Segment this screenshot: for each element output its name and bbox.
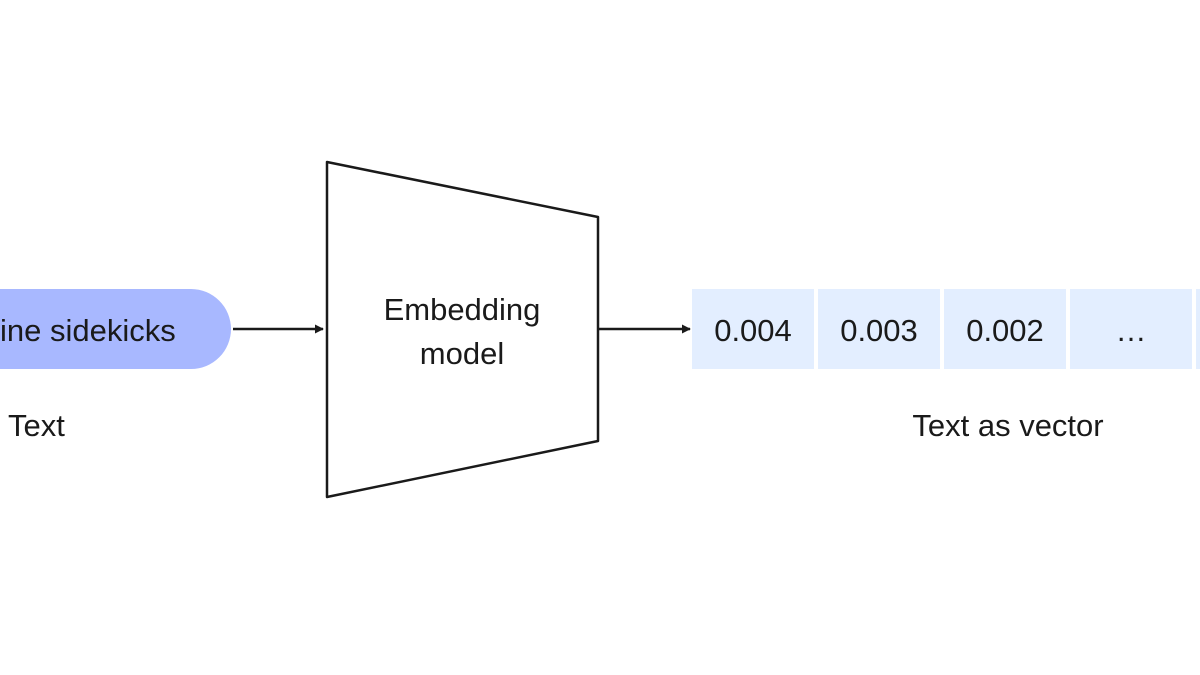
vector-caption: Text as vector	[912, 408, 1103, 443]
vector-cell-box	[944, 289, 1066, 369]
vector-cell: …	[1070, 289, 1192, 369]
vector-cell-box	[818, 289, 940, 369]
vector-cell-box	[1070, 289, 1192, 369]
vector-cell-box	[692, 289, 814, 369]
output-vector: 0.004 0.003 0.002 …	[692, 289, 1200, 369]
vector-cell-value: …	[1116, 313, 1147, 348]
vector-cell	[1196, 289, 1200, 369]
model-label-line2: model	[420, 336, 504, 371]
input-text: ine sidekicks	[0, 313, 176, 348]
vector-cell-value: 0.004	[714, 313, 792, 348]
vector-cell-box	[1196, 289, 1200, 369]
input-pill-shape	[0, 289, 231, 369]
vector-cell-value: 0.002	[966, 313, 1044, 348]
vector-cell-value: 0.003	[840, 313, 918, 348]
model-trapezoid	[325, 160, 600, 499]
input-text-pill: ine sidekicks	[0, 289, 231, 369]
vector-cell: 0.004	[692, 289, 814, 369]
input-caption: Text	[8, 408, 65, 443]
model-label-line1: Embedding	[384, 292, 541, 327]
vector-cell: 0.003	[818, 289, 940, 369]
vector-cell: 0.002	[944, 289, 1066, 369]
embedding-model: Embedding model	[325, 160, 600, 499]
